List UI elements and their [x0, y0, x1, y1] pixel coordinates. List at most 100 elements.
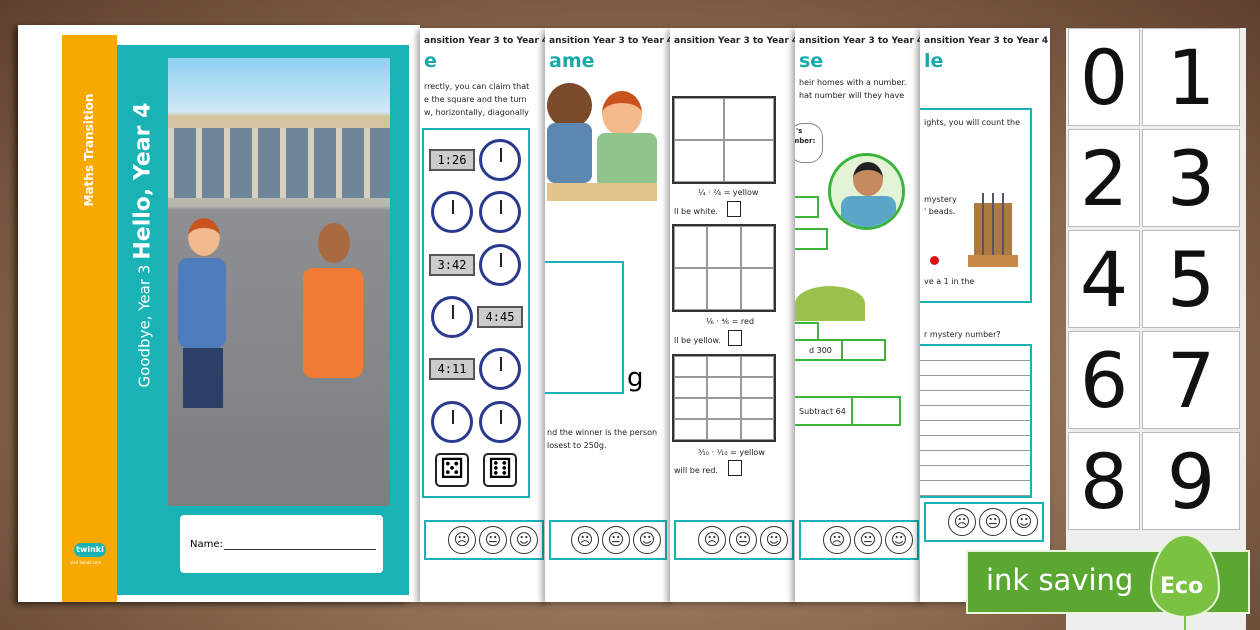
- thought-bubble: 's mber:: [795, 123, 823, 163]
- answer-box[interactable]: [728, 460, 742, 476]
- step-box-subtract[interactable]: Subtract 64: [795, 396, 901, 426]
- instruction-line: heir homes with a number.: [799, 78, 907, 87]
- neutral-face-icon[interactable]: 😐: [602, 526, 630, 554]
- instruction-line: e the square and the turn: [424, 95, 527, 104]
- dice-six-icon: ⚅: [483, 452, 517, 487]
- instruction-line: w, horizontally, diagonally: [424, 108, 529, 117]
- sad-face-icon[interactable]: ☹: [448, 526, 476, 554]
- self-assessment-faces: ☹😐☺: [674, 520, 794, 560]
- analog-clock-icon: [479, 191, 521, 234]
- fraction-question: ll be yellow.: [674, 336, 721, 345]
- eco-leaf-icon: Eco: [1150, 534, 1220, 618]
- cover-page: Maths Transition twinkl visit twinkl.com…: [18, 25, 420, 602]
- number-card: 2: [1068, 129, 1140, 227]
- bead-icon: [930, 256, 939, 265]
- neutral-face-icon[interactable]: 😐: [854, 526, 882, 554]
- twinkl-logo: twinkl: [74, 543, 106, 557]
- neutral-face-icon[interactable]: 😐: [729, 526, 757, 554]
- analog-clock-icon: [431, 191, 473, 234]
- instruction-line: mystery: [924, 195, 957, 204]
- fraction-question: ll be white.: [674, 207, 718, 216]
- instruction-line: hat number will they have: [799, 91, 905, 100]
- hill-illustration: [795, 286, 865, 321]
- number-card: 8: [1068, 432, 1140, 530]
- happy-face-icon[interactable]: ☺: [885, 526, 913, 554]
- page-header: ansition Year 3 to Year 4: [424, 36, 549, 46]
- worksheet-page-1: ansition Year 3 to Year 4 e rrectly, you…: [420, 28, 550, 602]
- step-box[interactable]: [795, 228, 828, 250]
- instruction-line: ' beads.: [924, 207, 956, 216]
- eco-label: Eco: [1160, 574, 1204, 599]
- step-label: d 300: [809, 346, 832, 355]
- bubble-text: 's: [796, 127, 803, 135]
- number-card: 7: [1142, 331, 1240, 429]
- sad-face-icon[interactable]: ☹: [948, 508, 976, 536]
- instruction-line: ve a 1 in the: [924, 277, 975, 286]
- number-card: 5: [1142, 230, 1240, 328]
- page-title: se: [799, 50, 824, 72]
- happy-face-icon[interactable]: ☺: [1010, 508, 1038, 536]
- clock-grid: 1:26 3:42 4:45 4:11 ⚄ ⚅: [422, 128, 530, 498]
- fraction-instruction: ⅙ · ⁴⁄₆ = red: [706, 317, 755, 326]
- logo-url: visit twinkl.com: [70, 560, 102, 565]
- step-box-add[interactable]: d 300: [795, 339, 886, 361]
- page-header: ansition Year 3 to Year 4: [799, 36, 924, 46]
- page-header: ansition Year 3 to Year 4: [924, 36, 1049, 46]
- name-field-box[interactable]: Name:: [178, 513, 385, 575]
- analog-clock-icon: [479, 400, 521, 443]
- happy-face-icon[interactable]: ☺: [760, 526, 788, 554]
- analog-clock-icon: [479, 243, 521, 286]
- cover-title: Hello, Year 4: [130, 102, 156, 260]
- worksheet-page-5: ansition Year 3 to Year 4 le ights, you …: [920, 28, 1050, 602]
- digital-clock: 4:11: [429, 358, 475, 381]
- answer-lines[interactable]: [920, 344, 1032, 498]
- happy-face-icon[interactable]: ☺: [633, 526, 661, 554]
- page-header: ansition Year 3 to Year 4: [674, 36, 799, 46]
- digital-clock: 1:26: [429, 149, 475, 172]
- unit-label: g: [627, 363, 644, 393]
- neutral-face-icon[interactable]: 😐: [479, 526, 507, 554]
- step-label: Subtract 64: [799, 407, 846, 416]
- cover-subtitle: Goodbye, Year 3: [135, 264, 154, 388]
- step-box[interactable]: [795, 196, 819, 218]
- analog-clock-icon: [479, 348, 521, 391]
- instruction-line: ights, you will count the: [924, 118, 1020, 127]
- self-assessment-faces: ☹😐☺: [549, 520, 667, 560]
- number-card: 6: [1068, 331, 1140, 429]
- question-line: r mystery number?: [924, 330, 1001, 339]
- orange-spine: Maths Transition twinkl visit twinkl.com: [62, 35, 117, 602]
- bubble-text: mber:: [795, 137, 816, 145]
- spine-label: Maths Transition: [82, 93, 96, 207]
- instruction-line: rrectly, you can claim that: [424, 82, 530, 91]
- page-title: ame: [549, 50, 595, 72]
- fraction-grid: [672, 224, 776, 312]
- fraction-question: will be red.: [674, 466, 718, 475]
- name-label: Name:: [190, 539, 223, 550]
- child-portrait: [828, 153, 905, 230]
- neutral-face-icon[interactable]: 😐: [979, 508, 1007, 536]
- page-title: le: [924, 50, 944, 72]
- sad-face-icon[interactable]: ☹: [698, 526, 726, 554]
- sad-face-icon[interactable]: ☹: [823, 526, 851, 554]
- answer-box[interactable]: [727, 201, 741, 217]
- analog-clock-icon: [431, 295, 473, 338]
- abacus-panel: [920, 108, 1032, 303]
- page-header: ansition Year 3 to Year 4: [549, 36, 673, 46]
- self-assessment-faces: ☹😐☺: [424, 520, 544, 560]
- weight-answer-box[interactable]: [545, 261, 624, 394]
- worksheet-page-3: ansition Year 3 to Year 4 ¼ · ²⁄₄ = yell…: [670, 28, 800, 602]
- fraction-grid: [672, 354, 776, 442]
- happy-face-icon[interactable]: ☺: [510, 526, 538, 554]
- dice-five-icon: ⚄: [435, 452, 469, 487]
- children-illustration: [547, 83, 657, 203]
- sad-face-icon[interactable]: ☹: [571, 526, 599, 554]
- abacus-illustration: [968, 193, 1018, 268]
- fraction-instruction: ³⁄₁₀ · ¹⁄₁₀ = yellow: [698, 448, 765, 457]
- instruction-line: nd the winner is the person: [547, 428, 658, 437]
- answer-box[interactable]: [728, 330, 742, 346]
- number-cards: 0 1 2 3 4 5 6 7 8 9: [1066, 28, 1246, 630]
- digital-clock: 3:42: [429, 253, 475, 276]
- instruction-line: losest to 250g.: [547, 441, 607, 450]
- leaf-stem: [1184, 616, 1186, 630]
- cover-illustration: [168, 58, 390, 506]
